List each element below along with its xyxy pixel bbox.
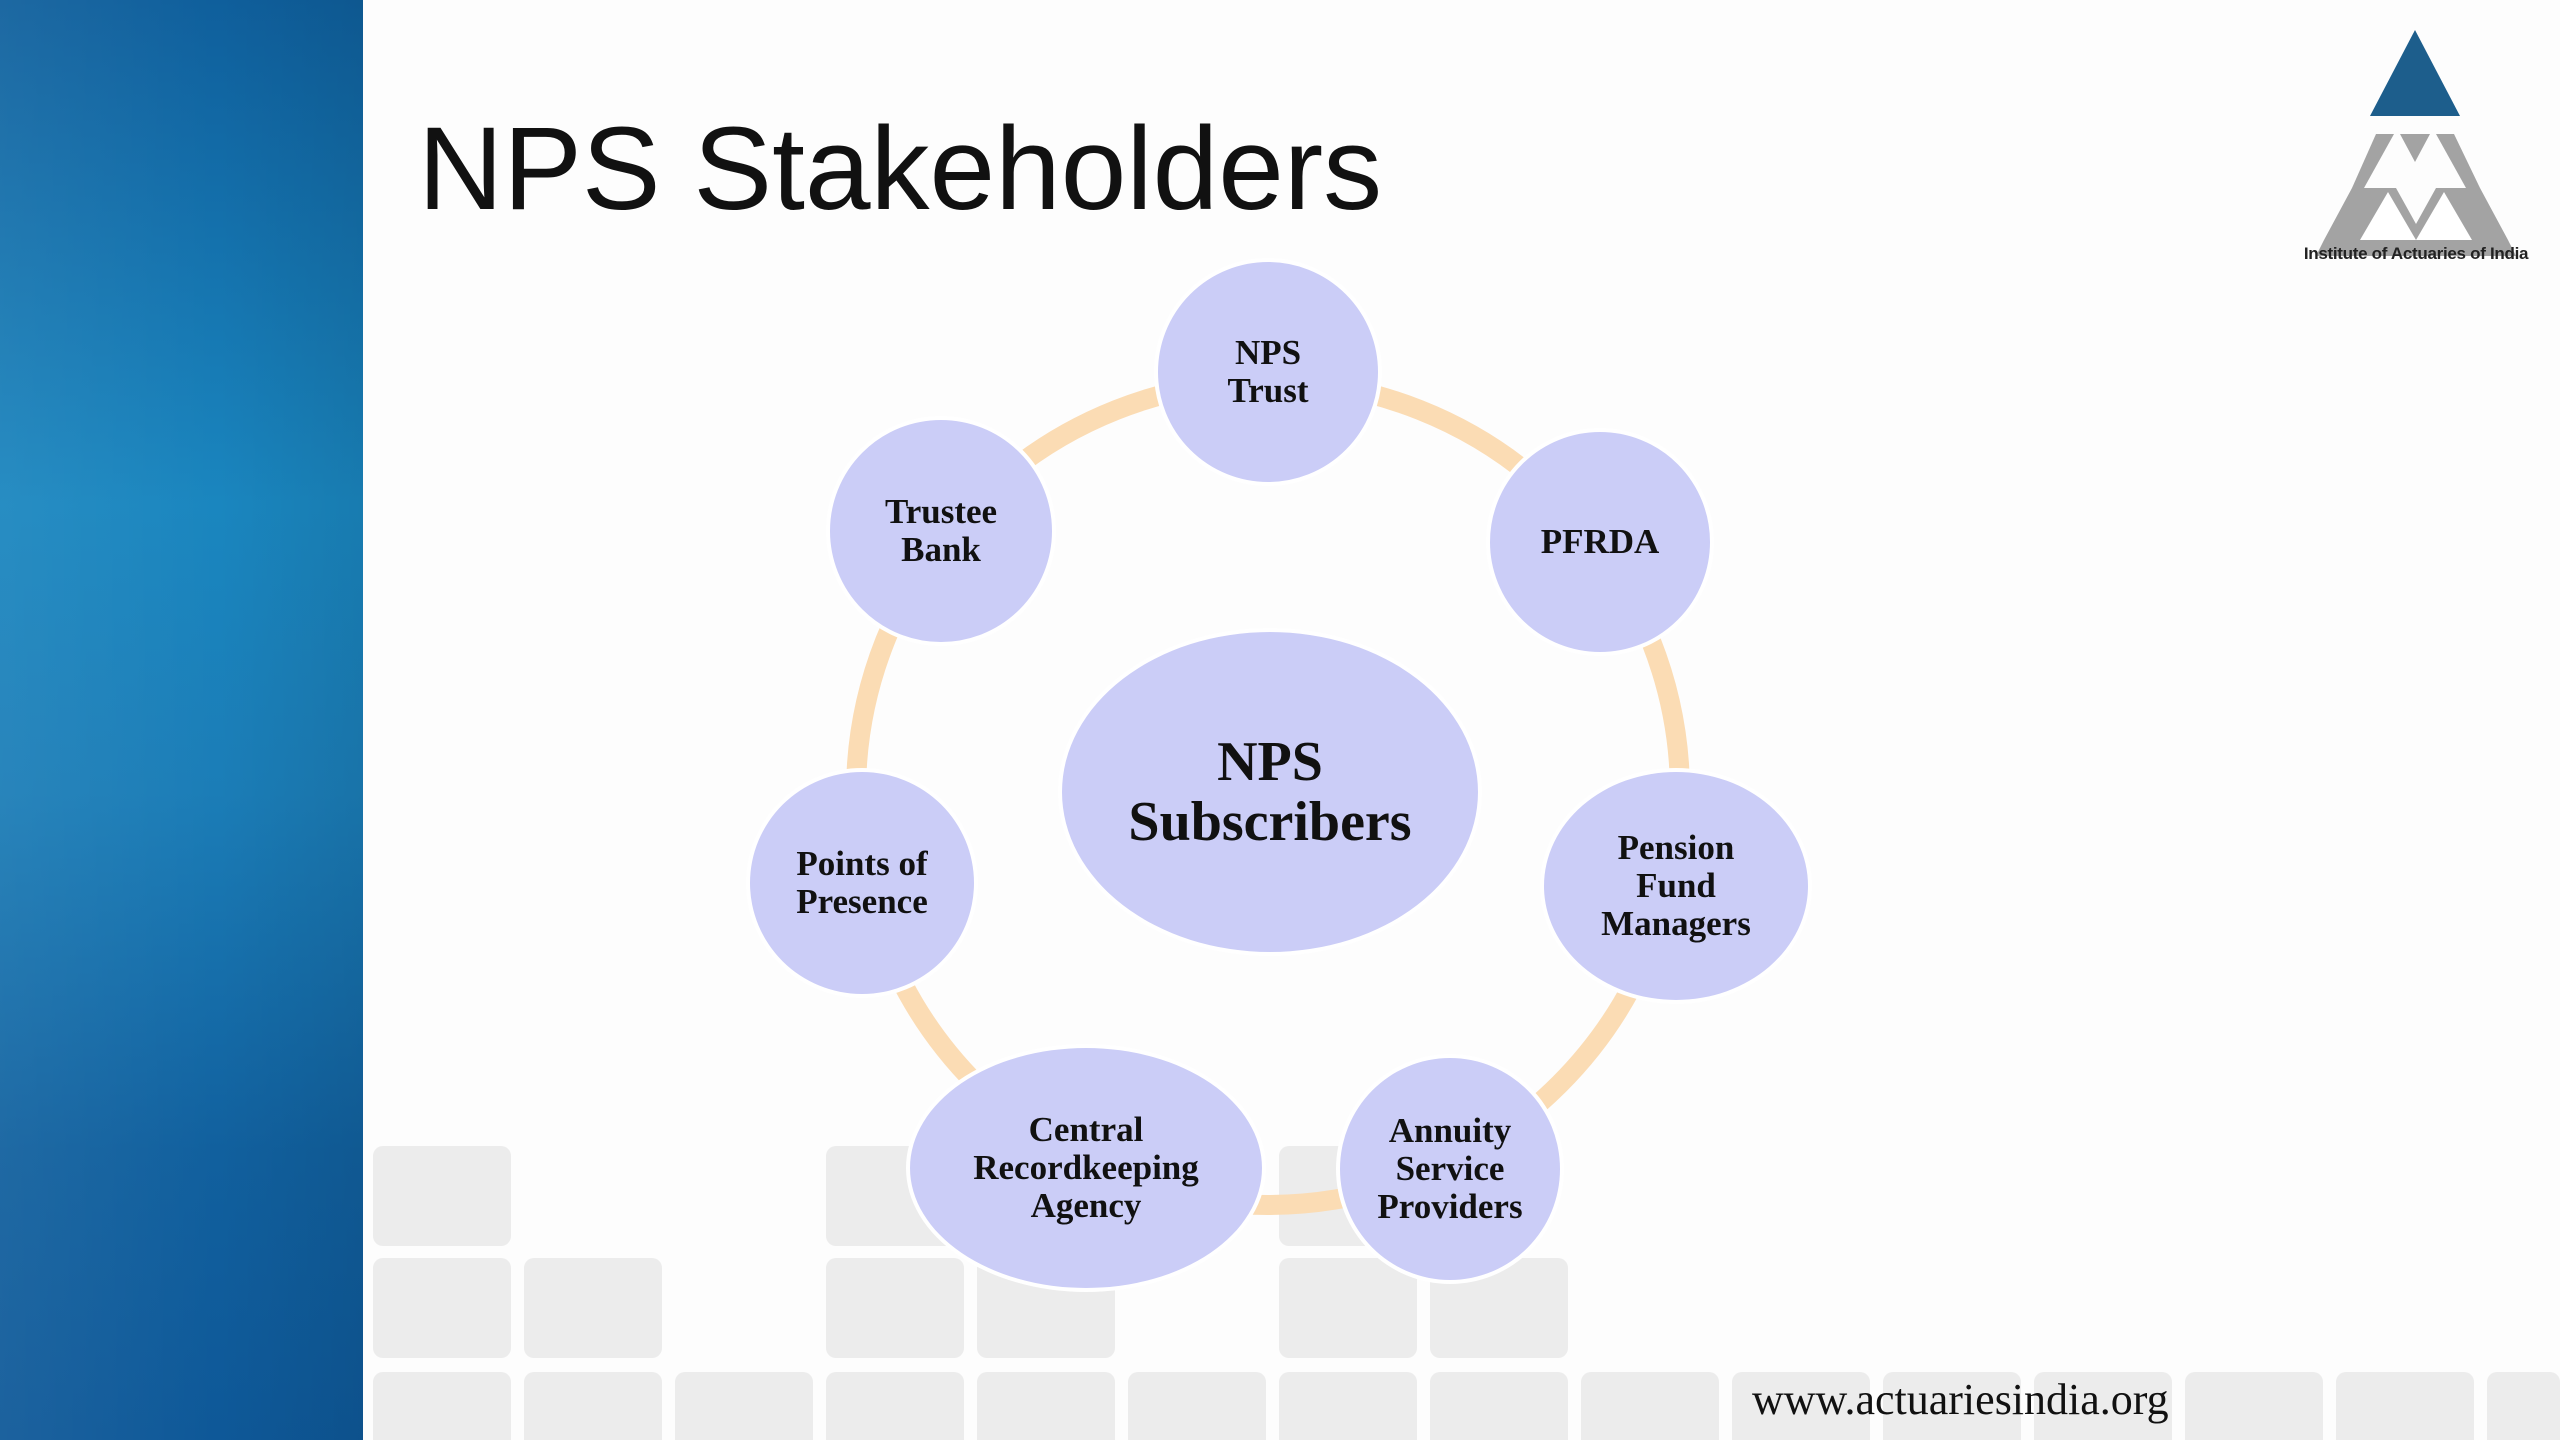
institute-logo-icon — [2316, 30, 2516, 256]
logo-caption: Institute of Actuaries of India — [2303, 244, 2529, 263]
center-node-nps-subscribers: NPS Subscribers — [1058, 628, 1482, 956]
node-pension-fund-managers: Pension Fund Managers — [1540, 768, 1812, 1004]
website-url: www.actuariesindia.org — [1752, 1375, 2169, 1424]
node-central-recordkeeping-agency: Central Recordkeeping Agency — [906, 1044, 1266, 1292]
node-nps-trust: NPS Trust — [1154, 258, 1382, 486]
node-points-of-presence: Points of Presence — [746, 768, 978, 998]
node-pfrda: PFRDA — [1486, 428, 1714, 656]
node-trustee-bank: Trustee Bank — [826, 416, 1056, 646]
node-annuity-service-providers: Annuity Service Providers — [1336, 1054, 1564, 1284]
left-color-band — [0, 0, 363, 1440]
page-title: NPS Stakeholders — [418, 103, 1383, 235]
